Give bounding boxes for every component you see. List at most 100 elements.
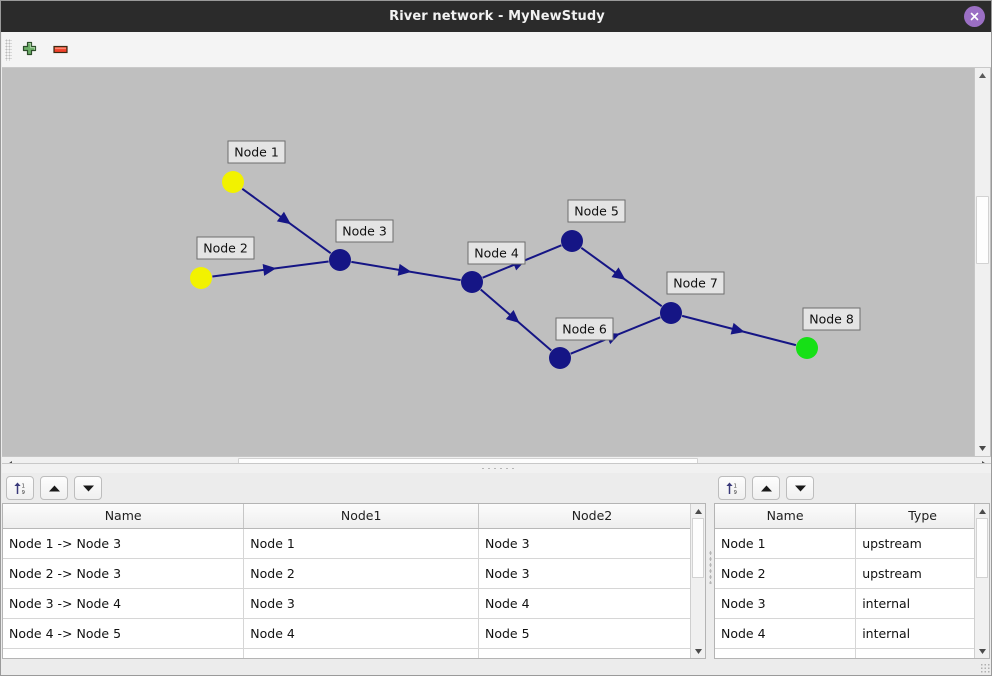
sort-icon: 1 9 <box>725 482 736 496</box>
nodes-vertical-scrollbar[interactable] <box>974 504 989 658</box>
graph-node-node7[interactable] <box>660 302 682 324</box>
graph-vertical-scrollbar[interactable] <box>974 68 990 456</box>
table-cell[interactable]: Node 5 <box>478 618 705 649</box>
table-cell[interactable] <box>478 648 705 658</box>
graph-node-label-node5[interactable]: Node 5 <box>567 199 626 223</box>
table-cell[interactable]: upstream <box>855 558 989 589</box>
table-cell[interactable]: upstream <box>855 528 989 559</box>
graph-node-node5[interactable] <box>561 230 583 252</box>
nodes-move-down-button[interactable] <box>786 476 814 500</box>
table-cell[interactable]: Node 1 <box>243 528 479 559</box>
table-cell[interactable]: internal <box>855 588 989 619</box>
node-label-layer: Node 1 Node 2 Node 3 Node 4 Node 5 Node 6 Node… <box>196 140 861 341</box>
table-cell[interactable]: Node 3 -> Node 4 <box>3 588 245 619</box>
column-header-type[interactable]: Type <box>855 504 989 529</box>
table-cell[interactable]: Node 3 <box>478 558 705 589</box>
column-header-name[interactable]: Name <box>3 504 245 529</box>
table-cell[interactable]: Node 4 <box>715 618 857 649</box>
nodes-scroll-up-button[interactable] <box>975 504 989 518</box>
table-cell[interactable]: Node 3 <box>715 588 857 619</box>
add-node-button[interactable] <box>15 36 43 64</box>
reaches-scroll-down-button[interactable] <box>691 644 705 658</box>
reaches-sort-button[interactable]: 1 9 <box>6 476 34 500</box>
table-cell[interactable] <box>715 648 857 658</box>
graph-scroll-down-button[interactable] <box>975 441 990 456</box>
edge-arrow-icon <box>276 211 291 225</box>
graph-node-label-node4[interactable]: Node 4 <box>467 241 526 265</box>
column-header-node2[interactable]: Node2 <box>478 504 705 529</box>
reaches-move-down-button[interactable] <box>74 476 102 500</box>
chevron-down-icon <box>694 648 702 654</box>
graph-node-label-node6[interactable]: Node 6 <box>555 317 614 341</box>
nodes-sort-button[interactable]: 1 9 <box>718 476 746 500</box>
graph-node-label-node1[interactable]: Node 1 <box>227 140 286 164</box>
table-cell[interactable]: Node 1 -> Node 3 <box>3 528 245 559</box>
network-graph[interactable]: Node 1 Node 2 Node 3 Node 4 Node 5 Node 6 Node… <box>2 68 992 456</box>
window-resize-grip[interactable] <box>980 663 990 673</box>
table-cell[interactable]: internal <box>855 618 989 649</box>
table-cell[interactable]: Node 3 <box>478 528 705 559</box>
graph-node-label-node3[interactable]: Node 3 <box>335 219 394 243</box>
table-cell[interactable]: Node 2 -> Node 3 <box>3 558 245 589</box>
graph-node-node2[interactable] <box>190 267 212 289</box>
svg-text:Node 1: Node 1 <box>234 145 279 160</box>
table-cell[interactable] <box>3 648 245 658</box>
svg-text:Node 3: Node 3 <box>342 224 387 239</box>
toolbar-drag-handle[interactable] <box>5 38 12 61</box>
nodes-move-up-button[interactable] <box>752 476 780 500</box>
reach-row[interactable] <box>3 648 705 658</box>
svg-text:1: 1 <box>733 483 736 489</box>
table-cell[interactable]: Node 2 <box>243 558 479 589</box>
reaches-scroll-thumb[interactable] <box>692 518 704 578</box>
graph-node-label-node8[interactable]: Node 8 <box>802 307 861 331</box>
reaches-vertical-scrollbar[interactable] <box>690 504 705 658</box>
table-cell[interactable]: Node 4 -> Node 5 <box>3 618 245 649</box>
graph-node-node1[interactable] <box>222 171 244 193</box>
graph-node-node6[interactable] <box>549 347 571 369</box>
graph-node-node8[interactable] <box>796 337 818 359</box>
svg-text:Node 5: Node 5 <box>574 204 619 219</box>
table-cell[interactable]: Node 4 <box>478 588 705 619</box>
close-icon <box>970 12 979 21</box>
table-cell[interactable] <box>243 648 479 658</box>
reaches-move-up-button[interactable] <box>40 476 68 500</box>
horizontal-splitter[interactable] <box>2 463 991 473</box>
remove-node-button[interactable] <box>46 36 74 64</box>
table-cell[interactable]: Node 1 <box>715 528 857 559</box>
graph-node-label-node7[interactable]: Node 7 <box>666 271 725 295</box>
table-cell[interactable]: Node 4 <box>243 618 479 649</box>
node-row[interactable] <box>715 648 989 658</box>
table-cell[interactable]: Node 2 <box>715 558 857 589</box>
graph-node-node4[interactable] <box>461 271 483 293</box>
column-header-node1[interactable]: Node1 <box>243 504 479 529</box>
close-button[interactable] <box>964 6 985 27</box>
edge-arrow-icon <box>397 263 412 276</box>
status-bar <box>2 660 991 674</box>
graph-vertical-scroll-thumb[interactable] <box>976 196 989 264</box>
nodes-scroll-down-button[interactable] <box>975 644 989 658</box>
table-cell[interactable]: Node 3 <box>243 588 479 619</box>
graph-node-node3[interactable] <box>329 249 351 271</box>
graph-scroll-up-button[interactable] <box>975 68 990 83</box>
vertical-splitter[interactable] <box>706 473 714 661</box>
nodes-scroll-thumb[interactable] <box>976 518 988 578</box>
column-header-name[interactable]: Name <box>715 504 857 529</box>
network-diagram-canvas[interactable]: Node 1 Node 2 Node 3 Node 4 Node 5 Node 6 Node… <box>2 68 992 456</box>
table-cell[interactable] <box>855 648 989 658</box>
arrow-down-icon <box>794 485 806 491</box>
title-bar: River network - MyNewStudy <box>1 1 991 32</box>
graph-node-label-node2[interactable]: Node 2 <box>196 236 255 260</box>
reaches-scroll-up-button[interactable] <box>691 504 705 518</box>
